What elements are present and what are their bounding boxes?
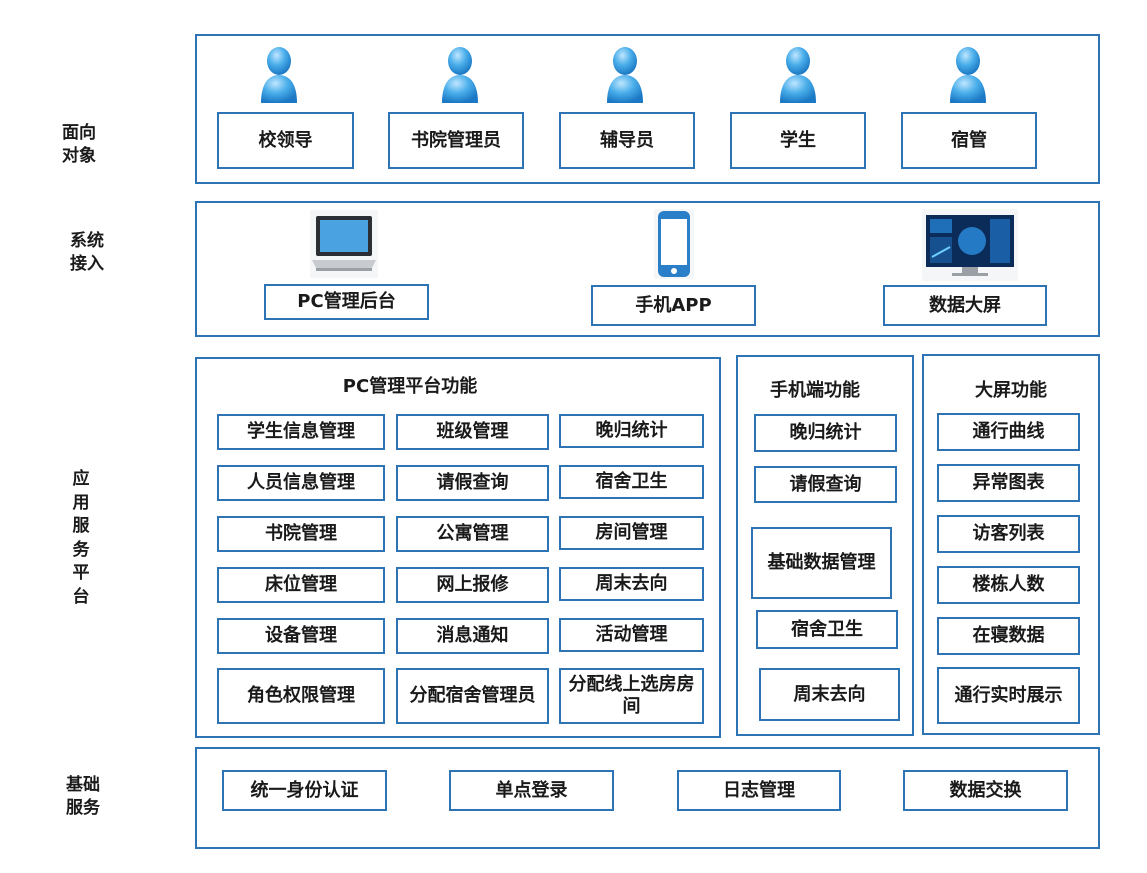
screen-panel-title: 大屏功能 bbox=[975, 380, 1047, 401]
pc-item: 网上报修 bbox=[396, 567, 549, 603]
pc-item: 晚归统计 bbox=[559, 414, 704, 448]
access-box-screen: 数据大屏 bbox=[883, 285, 1047, 326]
audience-box-student: 学生 bbox=[730, 112, 866, 169]
person-icon bbox=[948, 45, 988, 103]
mobile-item: 晚归统计 bbox=[754, 414, 897, 452]
pc-item: 人员信息管理 bbox=[217, 465, 385, 501]
row-label-access: 系统 接入 bbox=[70, 231, 104, 274]
pc-item: 角色权限管理 bbox=[217, 668, 385, 724]
pc-item: 房间管理 bbox=[559, 516, 704, 550]
person-icon bbox=[259, 45, 299, 103]
screen-item: 异常图表 bbox=[937, 464, 1080, 502]
pc-item: 周末去向 bbox=[559, 567, 704, 601]
mobile-item: 基础数据管理 bbox=[751, 527, 892, 599]
pc-item: 设备管理 bbox=[217, 618, 385, 654]
pc-item: 书院管理 bbox=[217, 516, 385, 552]
screen-item: 通行曲线 bbox=[937, 413, 1080, 451]
row-label-base: 基础 服务 bbox=[66, 775, 100, 818]
laptop-icon bbox=[308, 208, 380, 280]
audience-box-academy-admin: 书院管理员 bbox=[388, 112, 524, 169]
base-item: 统一身份认证 bbox=[222, 770, 387, 811]
big-screen-icon bbox=[922, 209, 1018, 281]
pc-item: 班级管理 bbox=[396, 414, 549, 450]
screen-item: 在寝数据 bbox=[937, 617, 1080, 655]
person-icon bbox=[440, 45, 480, 103]
phone-icon bbox=[652, 207, 696, 281]
pc-item: 消息通知 bbox=[396, 618, 549, 654]
audience-box-leader: 校领导 bbox=[217, 112, 354, 169]
screen-item: 通行实时展示 bbox=[937, 667, 1080, 724]
mobile-item: 宿舍卫生 bbox=[756, 610, 898, 649]
base-item: 单点登录 bbox=[449, 770, 614, 811]
access-box-pc: PC管理后台 bbox=[264, 284, 429, 320]
access-box-mobile: 手机APP bbox=[591, 285, 756, 326]
person-icon bbox=[778, 45, 818, 103]
pc-item: 活动管理 bbox=[559, 618, 704, 652]
row-label-platform: 应用服务平台 bbox=[72, 469, 90, 607]
pc-item: 宿舍卫生 bbox=[559, 465, 704, 499]
mobile-panel-title: 手机端功能 bbox=[770, 380, 860, 401]
pc-item: 分配宿舍管理员 bbox=[396, 668, 549, 724]
pc-item: 学生信息管理 bbox=[217, 414, 385, 450]
pc-panel-title: PC管理平台功能 bbox=[342, 376, 478, 397]
screen-item: 楼栋人数 bbox=[937, 566, 1080, 604]
base-item: 日志管理 bbox=[677, 770, 841, 811]
mobile-item: 请假查询 bbox=[754, 466, 897, 503]
screen-item: 访客列表 bbox=[937, 515, 1080, 553]
audience-box-counselor: 辅导员 bbox=[559, 112, 695, 169]
pc-item: 公寓管理 bbox=[396, 516, 549, 552]
pc-item: 请假查询 bbox=[396, 465, 549, 501]
base-item: 数据交换 bbox=[903, 770, 1068, 811]
person-icon bbox=[605, 45, 645, 103]
pc-item: 床位管理 bbox=[217, 567, 385, 603]
pc-item: 分配线上选房房间 bbox=[559, 668, 704, 724]
row-label-audience: 面向 对象 bbox=[62, 123, 96, 166]
mobile-item: 周末去向 bbox=[759, 668, 900, 721]
audience-box-dorm-manager: 宿管 bbox=[901, 112, 1037, 169]
